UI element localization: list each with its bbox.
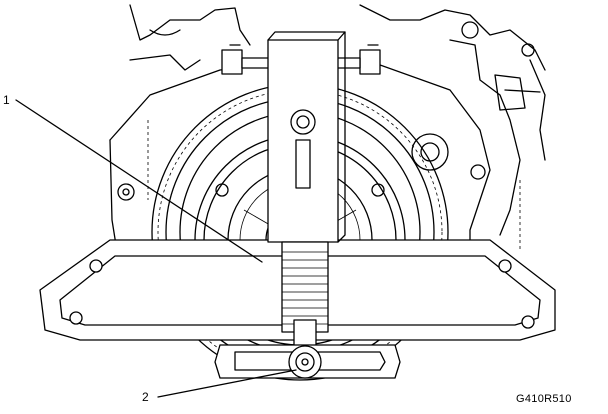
callout-1-label: 1 xyxy=(3,93,10,107)
puller-arm xyxy=(267,31,346,243)
callout-2-leader xyxy=(157,369,297,398)
lower-jaw-bar xyxy=(214,344,401,379)
figure-code: G410R510 xyxy=(516,393,572,405)
callout-2-label: 2 xyxy=(142,390,149,404)
callout-1-leader xyxy=(15,99,263,263)
